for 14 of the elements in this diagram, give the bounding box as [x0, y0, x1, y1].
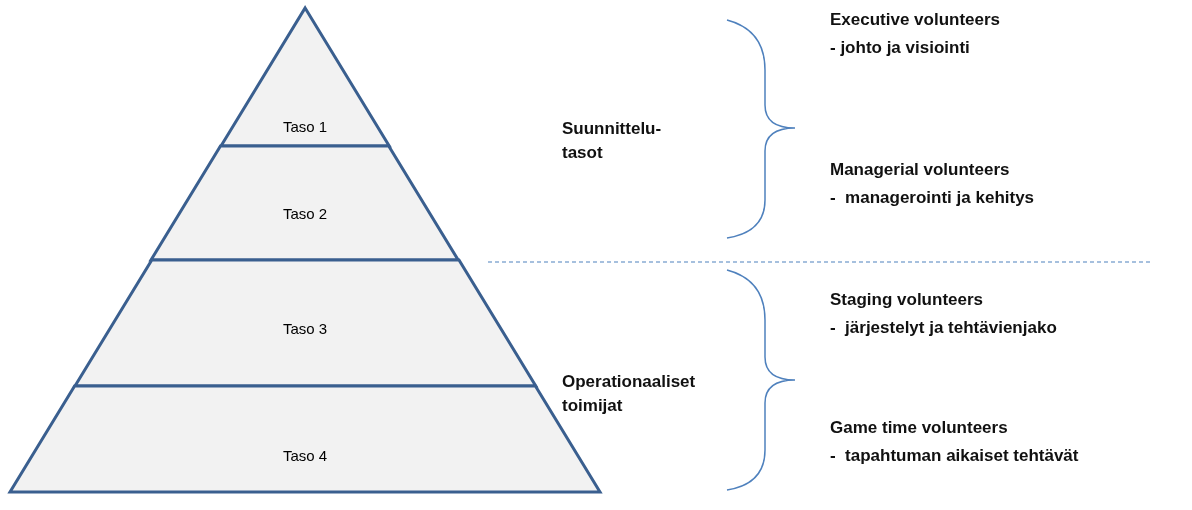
role-title: Executive volunteers [830, 10, 1001, 30]
role-title: Staging volunteers [830, 290, 984, 310]
group-label: Operationaaliset toimijat [562, 371, 697, 417]
role-description: - tapahtuman aikaiset tehtävät [830, 446, 1079, 466]
role-title: Managerial volunteers [830, 160, 1010, 180]
group-label: Suunnittelu- tasot [562, 118, 663, 164]
role-title: Game time volunteers [830, 418, 1008, 438]
level-label: Taso 2 [282, 205, 328, 222]
role-description: - järjestelyt ja tehtävienjako [830, 318, 1057, 338]
role-description: - managerointi ja kehitys [830, 188, 1035, 208]
level-label: Taso 3 [282, 320, 328, 337]
level-label: Taso 1 [282, 118, 328, 135]
level-label: Taso 4 [282, 447, 328, 464]
role-description: - johto ja visiointi [830, 38, 970, 58]
